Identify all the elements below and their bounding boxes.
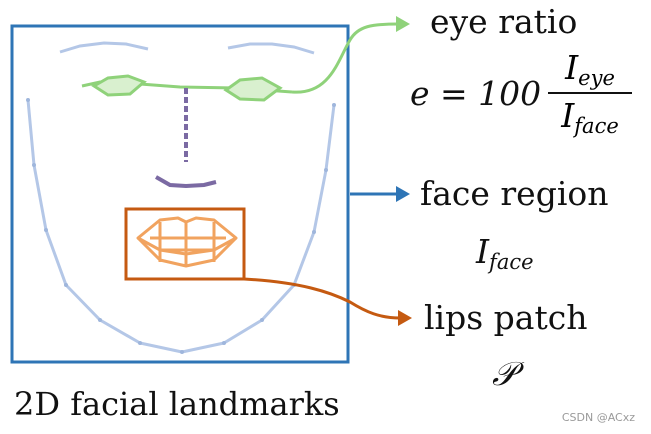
lips-patch-connector [243, 277, 401, 320]
fraction-bar [548, 92, 632, 94]
face-region-symbol-main: I [476, 232, 490, 271]
face-region-arrowhead [396, 186, 410, 202]
nose-bottom [155, 175, 217, 189]
left-eye [91, 74, 147, 97]
denominator-subscript: face [574, 114, 619, 138]
jaw-points [26, 98, 336, 354]
lips-landmarks [136, 216, 238, 268]
left-eyebrow [59, 41, 149, 54]
lips-patch-arrowhead [398, 310, 412, 326]
fraction-numerator: Ieye [548, 48, 632, 90]
face-region-label: face region [420, 174, 609, 213]
eye-ratio-equation-lhs: e = 100 [410, 74, 541, 113]
diagram-caption: 2D facial landmarks [14, 385, 340, 423]
right-eyebrow [227, 42, 315, 55]
lips-patch-symbol: 𝒫 [492, 354, 516, 393]
eye-ratio-arrowhead [396, 16, 410, 32]
lips-patch-box [124, 207, 246, 281]
eye-ratio-connector [291, 22, 399, 94]
face-region-symbol: Iface [476, 232, 534, 274]
eye-ratio-fraction: Ieye Iface [548, 48, 632, 138]
fraction-denominator: Iface [548, 96, 632, 138]
jaw-landmarks [26, 99, 336, 354]
numerator-symbol: I [565, 48, 579, 87]
eye-ratio-label: eye ratio [430, 2, 578, 41]
face-region-box [10, 24, 350, 364]
csdn-watermark: CSDN @ACxz [561, 411, 635, 424]
face-region-symbol-sub: face [489, 250, 534, 274]
numerator-subscript: eye [578, 66, 615, 90]
right-eye [223, 76, 283, 102]
denominator-symbol: I [561, 96, 575, 135]
lips-patch-label: lips patch [424, 298, 588, 337]
equation-lhs-text: e = 100 [410, 74, 542, 113]
